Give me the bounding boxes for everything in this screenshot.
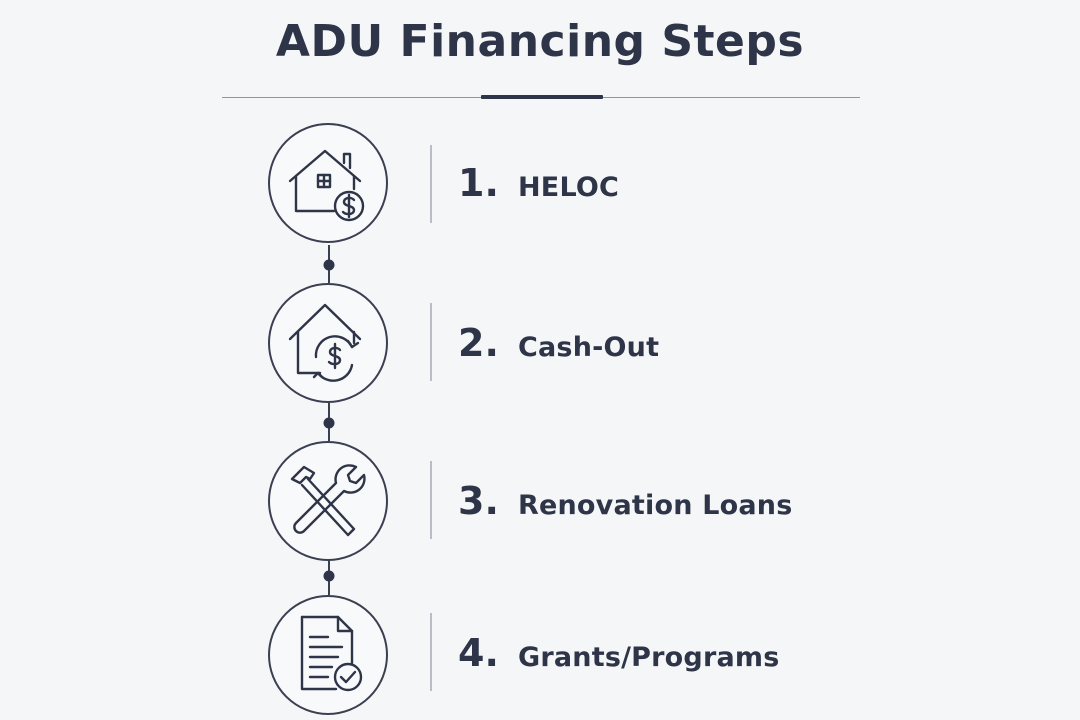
step-divider [430, 461, 432, 539]
document-check-icon [300, 615, 363, 692]
connector-dot [323, 259, 335, 271]
house-dollar-icon [288, 149, 365, 222]
step-icon-circle [268, 123, 388, 243]
hammer-wrench-icon [290, 464, 366, 537]
step-label: Grants/Programs [518, 642, 780, 673]
step-divider [430, 613, 432, 691]
house-refinance-icon [288, 303, 362, 382]
step-heloc: 1. HELOC [0, 123, 1080, 247]
step-number: 4. [458, 631, 499, 675]
step-icon-circle [268, 441, 388, 561]
step-renovation-loans: 3. Renovation Loans [0, 441, 1080, 565]
step-icon-circle [268, 595, 388, 715]
step-label: Cash-Out [518, 332, 660, 363]
step-label: HELOC [518, 172, 620, 203]
diagram-title: ADU Financing Steps [275, 16, 805, 67]
connector-dot [323, 570, 335, 582]
title-underline-accent [481, 95, 603, 99]
step-divider [430, 303, 432, 381]
connector-dot [323, 417, 335, 429]
step-divider [430, 145, 432, 223]
step-number: 3. [458, 479, 499, 523]
step-grants-programs: 4. Grants/Programs [0, 595, 1080, 719]
step-icon-circle [268, 283, 388, 403]
step-number: 2. [458, 321, 499, 365]
step-label: Renovation Loans [518, 490, 793, 521]
step-number: 1. [458, 161, 499, 205]
step-cash-out: 2. Cash-Out [0, 283, 1080, 407]
